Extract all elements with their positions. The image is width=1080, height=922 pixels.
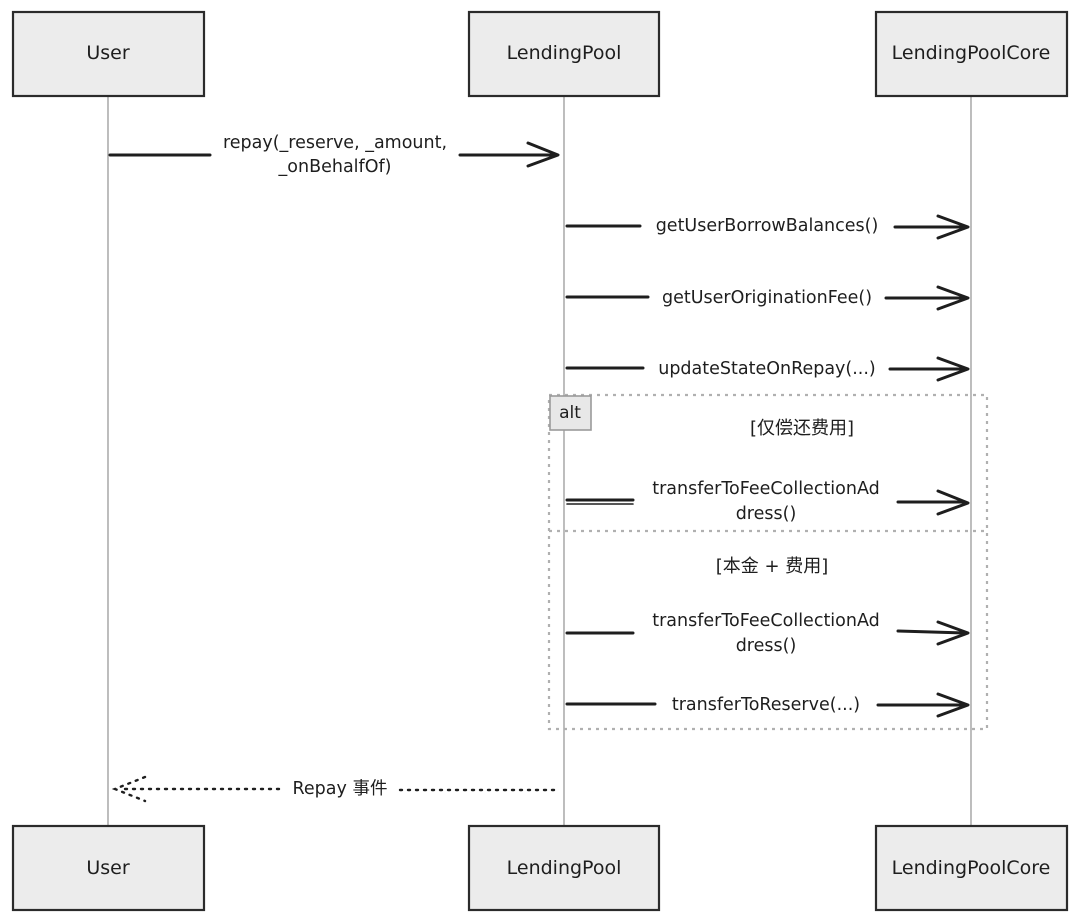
- arrowhead-icon: [936, 620, 970, 646]
- alt-guard-principal-plus-fee: [本金 + 费用]: [716, 556, 829, 577]
- message-transfer-fee-1-label-2: dress(): [736, 504, 797, 524]
- message-transfer-fee-1-label-1: transferToFeeCollectionAd: [652, 479, 880, 499]
- message-repay-label-1: repay(_reserve, _amount,: [223, 133, 447, 153]
- arrowhead-icon: [526, 141, 560, 168]
- message-transfer-fee-2: transferToFeeCollectionAd dress(): [565, 611, 970, 656]
- alt-frame: alt [仅偿还费用] [本金 + 费用]: [547, 393, 989, 731]
- message-transfer-reserve-label: transferToReserve(...): [672, 695, 860, 715]
- participant-lendingpoolcore-label: LendingPoolCore: [892, 857, 1051, 879]
- message-get-origination-fee-label: getUserOriginationFee(): [662, 288, 872, 308]
- message-repay-event: Repay 事件: [111, 775, 562, 803]
- participant-user-top: User: [11, 10, 206, 98]
- message-repay-label-2: _onBehalfOf): [278, 157, 392, 177]
- arrowhead-icon: [936, 489, 970, 516]
- participant-lendingpool-bottom: LendingPool: [467, 824, 661, 912]
- participant-lendingpool-top: LendingPool: [467, 10, 661, 98]
- open-arrowhead-icon: [111, 775, 147, 803]
- message-transfer-fee-2-label-1: transferToFeeCollectionAd: [652, 611, 880, 631]
- message-get-origination-fee: getUserOriginationFee(): [565, 285, 970, 311]
- message-update-state: updateStateOnRepay(...): [565, 356, 970, 382]
- message-update-state-label: updateStateOnRepay(...): [658, 359, 876, 379]
- arrowhead-icon: [936, 285, 970, 311]
- participant-lendingpoolcore-label: LendingPoolCore: [892, 42, 1051, 64]
- participant-lendingpool-label: LendingPool: [507, 42, 622, 64]
- arrowhead-icon: [936, 214, 970, 240]
- participant-user-label: User: [86, 42, 129, 64]
- arrowhead-icon: [936, 692, 970, 718]
- alt-label-box: [549, 395, 592, 431]
- message-repay-event-label: Repay 事件: [293, 779, 388, 799]
- participant-user-label: User: [86, 857, 129, 879]
- participant-lendingpoolcore-bottom: LendingPoolCore: [874, 824, 1069, 912]
- message-get-borrow-balances-label: getUserBorrowBalances(): [656, 216, 879, 236]
- participant-lendingpool-label: LendingPool: [507, 857, 622, 879]
- arrowhead-icon: [936, 356, 970, 382]
- message-transfer-fee-2-label-2: dress(): [736, 636, 797, 656]
- message-get-borrow-balances: getUserBorrowBalances(): [565, 214, 970, 240]
- participant-user-bottom: User: [11, 824, 206, 912]
- message-transfer-fee-1: transferToFeeCollectionAd dress(): [565, 479, 970, 524]
- message-repay: repay(_reserve, _amount, _onBehalfOf): [108, 133, 560, 177]
- participant-lendingpoolcore-top: LendingPoolCore: [874, 10, 1069, 98]
- alt-label: alt: [559, 403, 581, 423]
- alt-guard-fee-only: [仅偿还费用]: [750, 418, 854, 439]
- message-transfer-reserve: transferToReserve(...): [565, 692, 970, 718]
